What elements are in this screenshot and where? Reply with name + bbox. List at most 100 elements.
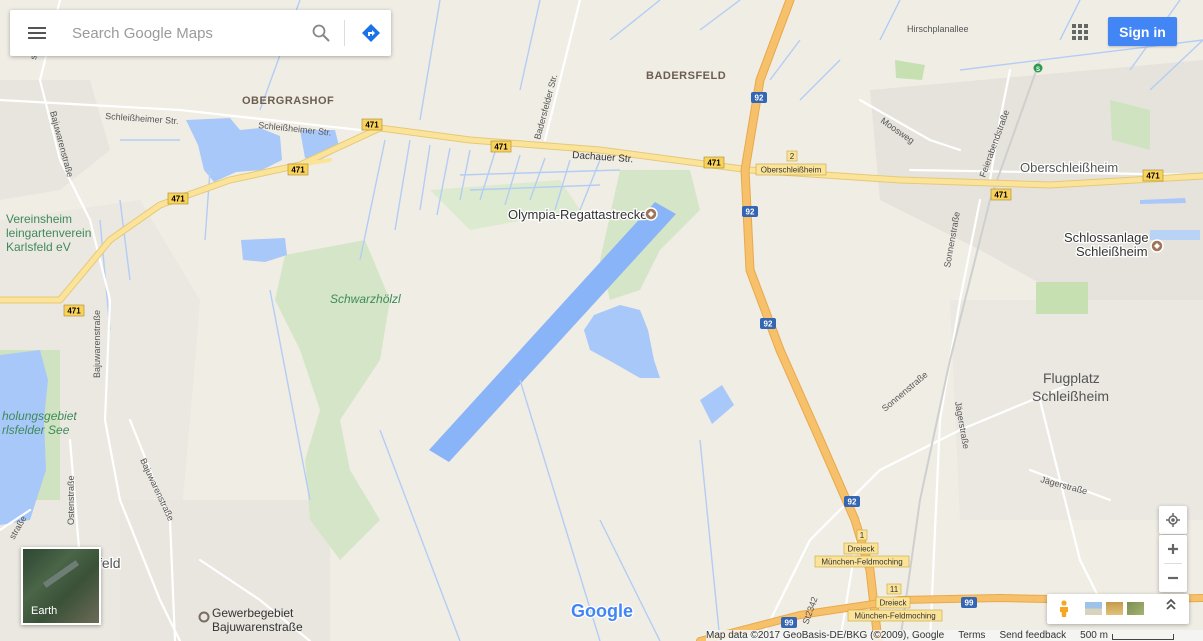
street-bajuwarenstrasse-2: Bajuwarenstraße (92, 310, 102, 378)
exit-muenchen-feldmoching-label: München-Feldmoching (821, 558, 902, 567)
svg-text:S: S (1036, 67, 1040, 73)
imagery-thumbnail-satellite[interactable] (1127, 602, 1144, 615)
shield-471: 471 (990, 188, 1012, 201)
shield-471-text: 471 (171, 195, 185, 204)
shield-a99-text: 99 (785, 619, 794, 628)
place-gewerbegebiet-2: Bajuwarenstraße (212, 620, 303, 634)
shield-471-text: 471 (494, 143, 508, 152)
scale-label: 500 m (1080, 630, 1108, 641)
shield-a92-text: 92 (848, 498, 857, 507)
exit-dreieck-label-2: Dreieck (879, 599, 907, 608)
shield-a92: 92 (760, 318, 776, 329)
regatta-course (429, 202, 676, 462)
place-gewerbegebiet-1: Gewerbegebiet (212, 606, 294, 620)
hamburger-menu-icon[interactable] (10, 10, 64, 56)
terms-link[interactable]: Terms (958, 630, 986, 641)
gewerbegebiet-poi-icon[interactable] (198, 611, 210, 623)
google-logo-text: Google (571, 601, 633, 621)
schlossanlage-poi-icon[interactable] (1150, 239, 1164, 253)
imagery-thumbnails (1085, 602, 1144, 615)
shield-471-text: 471 (994, 191, 1008, 200)
shield-471: 471 (490, 140, 512, 153)
zoom-out-button[interactable] (1159, 564, 1187, 592)
exit-1-number: 1 (860, 531, 865, 540)
shield-a92-text: 92 (755, 94, 764, 103)
place-obergrashof: OBERGRASHOF (242, 95, 334, 107)
place-labels: OBERGRASHOF BADERSFELD Oberschleißheim V… (2, 70, 1150, 634)
zoom-controls (1159, 535, 1187, 592)
imagery-bar (1047, 594, 1189, 624)
imagery-thumbnail-terrain[interactable] (1106, 602, 1123, 615)
exit-2-number: 2 (790, 152, 795, 161)
place-erholungsgebiet-2: rlsfelder See (2, 423, 70, 437)
place-olympia-regattastrecke: Olympia-Regattastrecke (508, 207, 647, 222)
exit-11-number: 11 (890, 585, 899, 594)
exit-labels: 2 Oberschleißheim 1 Dreieck München-Feld… (755, 150, 943, 622)
shield-471: 471 (63, 304, 85, 317)
shield-471: 471 (1142, 169, 1164, 182)
shield-471: 471 (361, 118, 383, 131)
street-ostenstrasse: Ostenstraße (66, 475, 76, 525)
shield-471-text: 471 (1146, 172, 1160, 181)
place-feld: feld (98, 555, 121, 571)
shield-471-text: 471 (291, 166, 305, 175)
map-attribution: Map data ©2017 GeoBasis-DE/BKG (©2009), … (706, 630, 945, 641)
send-feedback-link[interactable]: Send feedback (999, 630, 1067, 641)
scale-bar[interactable] (1111, 633, 1174, 640)
place-vereinsheim-1: Vereinsheim (6, 212, 72, 226)
chevron-up-icon[interactable] (1165, 597, 1177, 615)
olympia-poi-icon[interactable] (644, 207, 658, 221)
exit-dreieck-label: Dreieck (847, 545, 875, 554)
water-bodies (0, 118, 1200, 525)
road-shields: 471 471 471 471 471 471 471 471 92 92 92… (63, 92, 1164, 628)
place-schlossanlage-2: Schleißheim (1076, 244, 1148, 259)
place-flugplatz-2: Schleißheim (1032, 388, 1109, 404)
shield-a92-text: 92 (746, 208, 755, 217)
shield-a92: 92 (751, 92, 767, 103)
shield-471-text: 471 (67, 307, 81, 316)
earth-layer-toggle[interactable]: Earth (21, 547, 101, 625)
shield-a99: 99 (961, 597, 977, 608)
search-input[interactable] (64, 18, 304, 48)
directions-icon[interactable] (351, 10, 391, 56)
place-schwarzhoelzl: Schwarzhölzl (330, 292, 401, 306)
shield-a99-text: 99 (965, 599, 974, 608)
transit-station-icon[interactable]: S (1033, 63, 1043, 74)
shield-471-text: 471 (365, 121, 379, 130)
sign-in-button[interactable]: Sign in (1108, 17, 1177, 46)
poi-markers: S (198, 63, 1164, 623)
canals (99, 0, 1203, 641)
street-dachauer: Dachauer Str. (572, 150, 634, 165)
street-hirschplanallee: Hirschplanallee (907, 24, 969, 34)
place-schlossanlage-1: Schlossanlage (1064, 230, 1149, 245)
place-flugplatz-1: Flugplatz (1043, 370, 1100, 386)
google-logo: Google (570, 600, 635, 623)
shield-471-text: 471 (707, 159, 721, 168)
railway (899, 59, 1041, 641)
shield-471: 471 (703, 156, 725, 169)
shield-471: 471 (167, 192, 189, 205)
my-location-icon[interactable] (1159, 506, 1187, 534)
apps-grid-icon[interactable] (1070, 22, 1090, 42)
shield-a92: 92 (742, 206, 758, 217)
place-erholungsgebiet-1: holungsgebiet (2, 409, 77, 423)
shield-a92: 92 (844, 496, 860, 507)
exit-muenchen-feldmoching-label-2: München-Feldmoching (854, 612, 935, 621)
zoom-separator (1164, 563, 1182, 564)
earth-thumbnail-runway (42, 560, 80, 588)
imagery-thumbnail-map[interactable] (1085, 602, 1102, 615)
earth-label: Earth (31, 605, 58, 617)
zoom-in-button[interactable] (1159, 535, 1187, 563)
shield-a99: 99 (781, 617, 797, 628)
place-oberschleissheim: Oberschleißheim (1020, 160, 1118, 175)
place-vereinsheim-3: Karlsfeld eV (6, 240, 71, 254)
search-icon[interactable] (304, 10, 338, 56)
search-box (10, 10, 391, 56)
place-badersfeld: BADERSFELD (646, 70, 726, 82)
search-divider (344, 20, 345, 46)
pegman-icon[interactable] (1057, 600, 1071, 618)
exit-oberschleissheim-label: Oberschleißheim (761, 166, 822, 175)
map-footer: Map data ©2017 GeoBasis-DE/BKG (©2009), … (706, 630, 1203, 641)
place-vereinsheim-2: leingartenverein (6, 226, 91, 240)
